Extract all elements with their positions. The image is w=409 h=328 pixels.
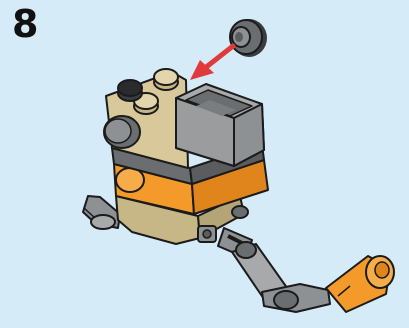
side-round-plate [104, 116, 140, 148]
left-arm [83, 196, 120, 229]
placement-arrow [190, 46, 233, 80]
orange-cone [326, 256, 394, 312]
round-tile-part [230, 19, 267, 57]
container-box [176, 84, 264, 166]
right-arm [218, 228, 330, 312]
